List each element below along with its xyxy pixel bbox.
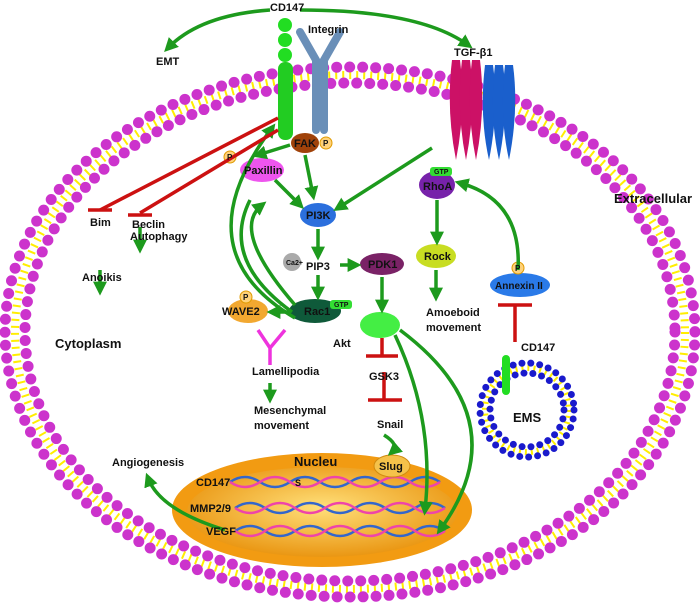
integrin-label: Integrin xyxy=(308,24,349,36)
pi3k-label: PI3K xyxy=(306,210,331,222)
amoeboid-label-2: movement xyxy=(426,322,481,334)
nucleus xyxy=(172,453,472,567)
akt-node xyxy=(360,312,400,338)
wave2-phospho-icon xyxy=(239,290,253,304)
wave2-node xyxy=(228,299,268,323)
rhoa-gtp-badge xyxy=(430,167,452,176)
fak-label: FAK xyxy=(294,138,316,150)
annexin-p-label: P xyxy=(515,264,521,273)
annexin-node xyxy=(490,273,550,297)
cd147-receptor xyxy=(278,18,293,140)
rac1-gtp-badge xyxy=(330,300,352,309)
calcium-label: Ca2+ xyxy=(286,260,303,267)
ems-vesicle xyxy=(476,355,578,461)
annexin-label: Annexin II xyxy=(495,281,543,292)
fak-p-label: P xyxy=(323,139,329,148)
mesenchymal-label-1: Mesenchymal xyxy=(254,405,326,417)
rac1-node xyxy=(289,299,341,323)
akt-label: Akt xyxy=(333,338,351,350)
amoeboid-label-1: Amoeboid xyxy=(426,307,480,319)
autophagy-label: Autophagy xyxy=(130,231,188,243)
calcium-icon xyxy=(283,253,301,271)
integrin-receptor xyxy=(296,28,344,134)
pdk1-label: PDK1 xyxy=(368,259,397,271)
mesenchymal-label-2: movement xyxy=(254,420,309,432)
nucleu-label: Nucleu xyxy=(294,454,337,469)
wave2-label: WAVE2 xyxy=(222,306,260,318)
paxillin-node xyxy=(240,158,284,182)
wave2-p-label: P xyxy=(243,293,249,302)
gsk3-label: GSK3 xyxy=(369,371,399,383)
dna-strands xyxy=(229,475,446,538)
emt-label: EMT xyxy=(156,56,180,68)
snail-label: Snail xyxy=(377,419,403,431)
extracellular-label: Extracellular xyxy=(614,191,692,206)
rock-node xyxy=(416,244,456,268)
paxillin-p-label: P xyxy=(227,153,233,162)
ems-label: EMS xyxy=(513,410,542,425)
inhibition-lines xyxy=(88,116,532,402)
beclin-label: Beclin xyxy=(132,219,165,231)
paxillin-label: Paxillin xyxy=(244,165,283,177)
bim-label: Bim xyxy=(90,217,111,229)
rhoa-node xyxy=(419,171,455,199)
pi3k-node xyxy=(300,203,336,227)
cd147-ems-label: CD147 xyxy=(521,342,555,354)
cytoplasm-label: Cytoplasm xyxy=(55,336,121,351)
fak-node xyxy=(291,133,319,153)
lamellipodia-label: Lamellipodia xyxy=(252,366,320,378)
cd147-top-label: CD147 xyxy=(270,2,304,14)
rhoa-gtp-label: GTP xyxy=(434,169,449,176)
rhoa-label: RhoA xyxy=(423,181,452,193)
tgf-label: TGF-β1 xyxy=(454,47,493,59)
s-label: S xyxy=(295,478,301,488)
cell-membrane xyxy=(0,61,700,603)
slug-label: Slug xyxy=(379,461,403,473)
anoikis-label: Anoikis xyxy=(82,272,122,284)
gene-cd147-label: CD147 xyxy=(196,477,230,489)
rock-label: Rock xyxy=(424,251,452,263)
gene-vegf-label: VEGF xyxy=(206,526,236,538)
activation-arrows xyxy=(93,8,520,535)
lamellipodia-connector xyxy=(256,328,287,365)
pdk1-node xyxy=(360,253,404,275)
pip3-label: PIP3 xyxy=(306,261,330,273)
angiogenesis-label: Angiogenesis xyxy=(112,457,184,469)
cd147-ems-protein xyxy=(502,355,510,395)
fak-phospho-icon xyxy=(319,136,333,150)
rac1-label: Rac1 xyxy=(304,306,330,318)
tgf-beta-receptor xyxy=(449,60,516,160)
rac1-gtp-label: GTP xyxy=(334,302,349,309)
gene-mmp-label: MMP2/9 xyxy=(190,503,231,515)
